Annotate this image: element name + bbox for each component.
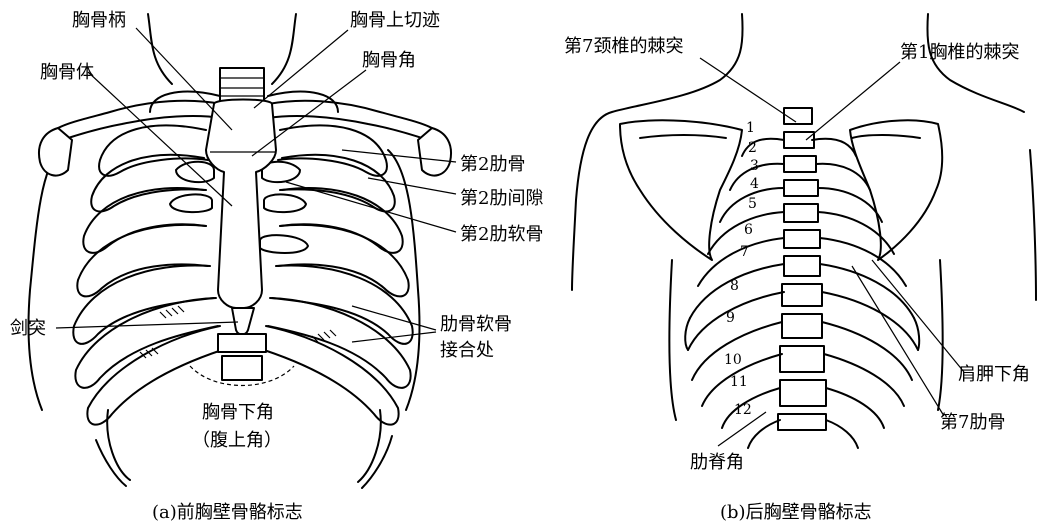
label-c7-spinous-process: 第7颈椎的棘突 <box>564 36 683 57</box>
rib-number: 11 <box>730 374 748 390</box>
caption-posterior: (b)后胸壁骨骼标志 <box>720 502 872 523</box>
spinal-column <box>778 108 826 430</box>
rib-number: 7 <box>740 244 749 260</box>
label-sternal-body: 胸骨体 <box>40 62 94 83</box>
rib-number: 1 <box>746 120 755 136</box>
rib-number: 6 <box>744 222 753 238</box>
label-infrasternal-angle: 胸骨下角 <box>202 402 274 423</box>
label-costochondral-line2: 接合处 <box>440 340 494 361</box>
label-costovertebral-angle: 肋脊角 <box>690 452 744 473</box>
rib-number: 12 <box>734 402 752 418</box>
label-sternal-angle: 胸骨角 <box>362 50 416 71</box>
label-t1-spinous-process: 第1胸椎的棘突 <box>900 42 1019 63</box>
label-rib2: 第2肋骨 <box>460 154 525 175</box>
rib-number: 9 <box>726 310 735 326</box>
rib-number: 3 <box>750 158 759 174</box>
rib-number: 8 <box>730 278 739 294</box>
label-epigastric-angle: （腹上角） <box>192 430 282 451</box>
rib-number: 5 <box>748 196 757 212</box>
label-cartilage2: 第2肋软骨 <box>460 224 543 245</box>
label-suprasternal-notch: 胸骨上切迹 <box>350 10 440 31</box>
rib-number: 4 <box>750 176 759 192</box>
rib-number: 10 <box>724 352 742 368</box>
label-xiphoid: 剑突 <box>10 318 46 339</box>
label-scapula-inferior-angle: 肩胛下角 <box>958 364 1030 385</box>
caption-anterior: (a)前胸壁骨骼标志 <box>152 502 303 523</box>
label-rib7: 第7肋骨 <box>940 412 1005 433</box>
label-ics2: 第2肋间隙 <box>460 188 543 209</box>
label-manubrium: 胸骨柄 <box>72 10 126 31</box>
label-costochondral-line1: 肋骨软骨 <box>440 314 512 335</box>
rib-number: 2 <box>748 140 757 156</box>
